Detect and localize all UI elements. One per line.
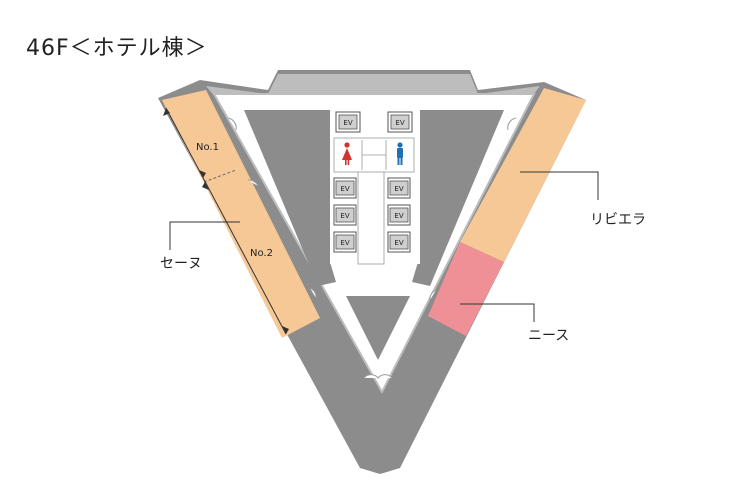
door-arc xyxy=(227,117,237,131)
elevator-label: EV xyxy=(340,212,349,220)
elevator-right-3: EV xyxy=(387,231,411,253)
female-restroom-icon xyxy=(342,142,352,165)
elevator-label: EV xyxy=(343,119,352,127)
seine-no1-label: No.1 xyxy=(196,142,219,153)
elevator-label: EV xyxy=(395,119,404,127)
room-riviera[interactable] xyxy=(460,88,586,262)
floor-title: 46F＜ホテル棟＞ xyxy=(26,36,208,61)
elevator-top-right: EV xyxy=(387,111,413,133)
inner-block-right xyxy=(412,110,504,286)
room-nice[interactable] xyxy=(428,242,504,336)
door-arc xyxy=(429,289,437,301)
elevator-left-1: EV xyxy=(333,177,357,199)
seine-leader-line xyxy=(169,221,240,250)
seine-label: セーヌ xyxy=(160,256,202,272)
nice-label: ニース xyxy=(528,328,569,344)
room-seine[interactable] xyxy=(162,90,320,338)
elevator-right-1: EV xyxy=(387,177,411,199)
elevator-label: EV xyxy=(340,239,349,247)
seine-no2-label: No.2 xyxy=(250,248,273,259)
elevator-label: EV xyxy=(394,185,403,193)
elevator-label: EV xyxy=(394,239,403,247)
elevator-left-3: EV xyxy=(333,231,357,253)
door-arc xyxy=(309,287,317,299)
nice-leader-line xyxy=(460,303,535,322)
door-arc xyxy=(507,117,517,131)
elevator-label: EV xyxy=(340,185,349,193)
seine-divider xyxy=(203,169,237,183)
riviera-leader-line xyxy=(520,171,599,200)
elevator-label: EV xyxy=(394,212,403,220)
inner-block-left xyxy=(244,110,336,286)
elevator-left-2: EV xyxy=(333,204,357,226)
male-restroom-icon xyxy=(397,142,403,165)
inner-block-bottom xyxy=(346,296,410,360)
riviera-label: リビエラ xyxy=(590,212,646,228)
seine-dimension-line xyxy=(165,107,287,335)
door-arc xyxy=(363,374,393,379)
door-arc xyxy=(247,179,259,187)
elevator-right-2: EV xyxy=(387,204,411,226)
elevator-top-left: EV xyxy=(335,111,361,133)
